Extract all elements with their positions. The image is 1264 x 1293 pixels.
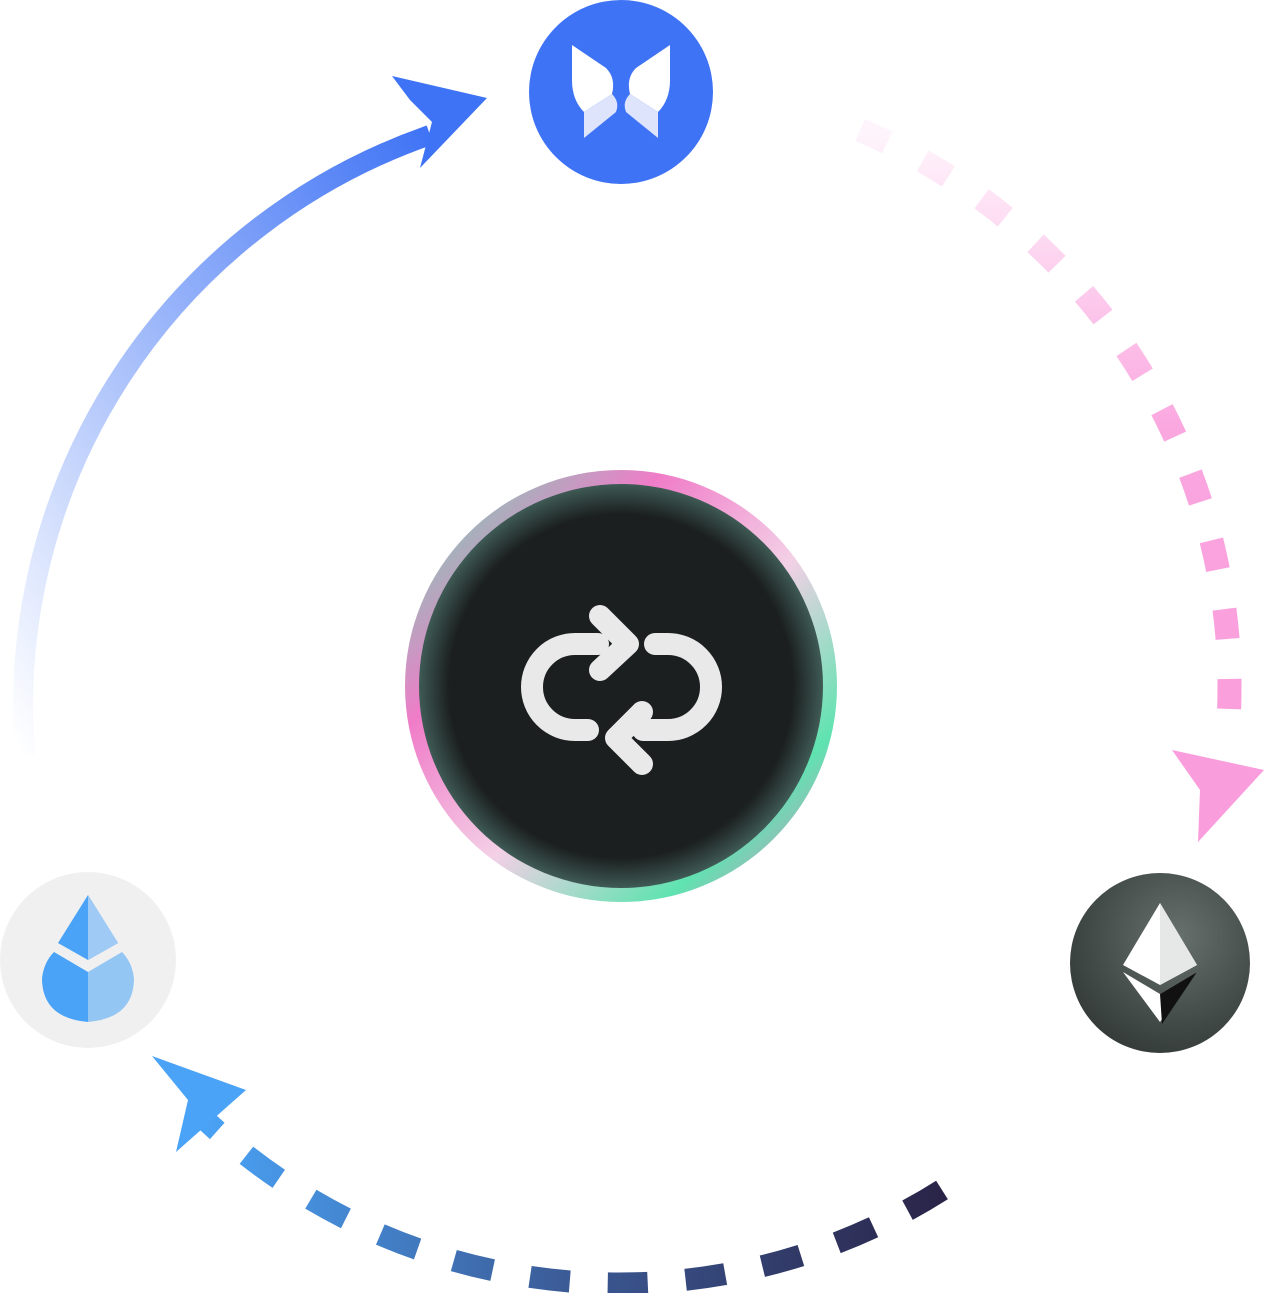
ethereum-node[interactable] — [1070, 873, 1250, 1053]
butterfly-logo-icon — [572, 45, 670, 138]
arrowhead-icon — [152, 1056, 246, 1152]
arrow-left-to-top — [13, 76, 487, 756]
swap-cycle-icon — [521, 605, 722, 775]
arrowhead-icon — [392, 76, 487, 168]
butterfly-node[interactable] — [529, 0, 713, 184]
arrow-right-to-left — [152, 1056, 948, 1293]
ethereum-icon — [1123, 903, 1197, 1024]
lido-staked-eth-icon — [42, 895, 134, 1022]
lido-node[interactable] — [0, 872, 176, 1048]
arrowhead-icon — [1172, 750, 1264, 842]
arrow-top-to-right — [855, 118, 1264, 842]
swap-center-node[interactable] — [405, 470, 837, 902]
